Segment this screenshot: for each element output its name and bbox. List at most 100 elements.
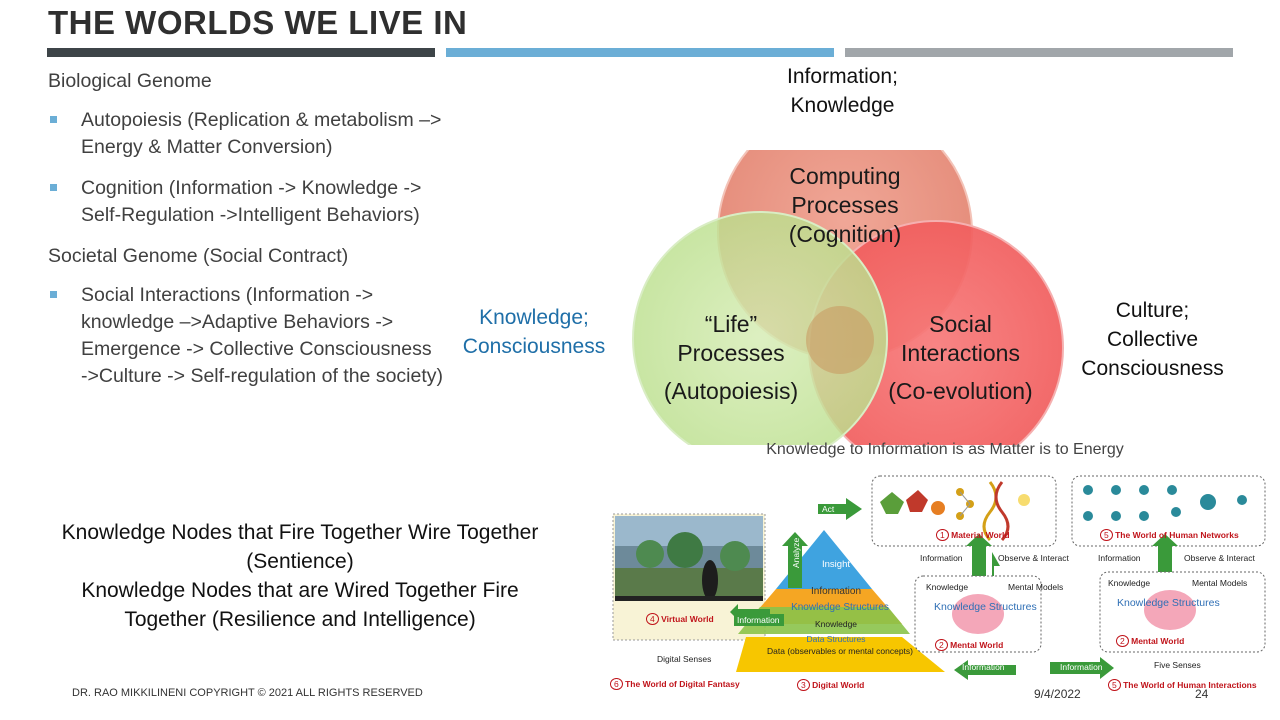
venn-line: (Autopoiesis) — [663, 378, 799, 404]
label-text: Material World — [951, 530, 1010, 540]
bullet-square-icon — [50, 184, 57, 191]
venn-text-computing: Computing Processes (Cognition) — [760, 162, 930, 249]
information-arrow-label-3: Information — [1060, 662, 1103, 672]
venn-text-life: “Life” Processes (Autopoiesis) — [655, 310, 807, 406]
observe-interact-right-label: Observe & Interact — [1184, 553, 1255, 563]
label-text: Knowledge Structures — [934, 601, 1037, 613]
act-arrow-icon — [818, 498, 862, 520]
mental-models-left-label: Mental Models — [1008, 582, 1064, 592]
pyramid-knowledge — [738, 607, 910, 634]
footer-date: 9/4/2022 — [1034, 687, 1081, 701]
heading-biological-genome: Biological Genome — [48, 70, 212, 92]
information-arrow-icon — [730, 604, 770, 620]
quote-line: Knowledge Nodes that Fire Together Wire … — [61, 521, 539, 544]
number-badge: 5 — [1108, 679, 1121, 691]
digital-senses-label: Digital Senses — [657, 654, 712, 664]
bullet-text: Social Interactions (Information -> know… — [81, 284, 444, 387]
digital-fantasy-label: 6 The World of Digital Fantasy — [610, 678, 740, 690]
pyramid-data — [736, 637, 945, 672]
venn-label-information: Information; Knowledge — [760, 62, 925, 120]
number-badge: 5 — [1100, 529, 1113, 541]
label-line: Consciousness — [462, 335, 606, 358]
label-text: Virtual World — [661, 614, 714, 624]
number-badge: 4 — [646, 613, 659, 625]
five-senses-label: Five Senses — [1154, 660, 1201, 670]
label-text: Data Structures — [806, 634, 866, 644]
human-networks-label: 5 The World of Human Networks — [1100, 529, 1239, 541]
venn-label-culture: Culture; Collective Consciousness — [1065, 296, 1240, 383]
label-line: Knowledge; — [479, 306, 589, 329]
knowledge-structures-right-label: Knowledge Structures — [1117, 597, 1220, 609]
venn-circle-life — [632, 211, 888, 445]
bullet-text: Autopoiesis (Replication & metabolism –>… — [81, 109, 442, 158]
material-world-label: 1 Material World — [936, 529, 1010, 541]
number-badge: 2 — [935, 639, 948, 651]
venn-line: “Life” — [704, 311, 758, 337]
matter-energy-caption: Knowledge to Information is as Matter is… — [766, 441, 1124, 458]
label-text: The World of Human Interactions — [1123, 680, 1257, 690]
bullet-text: Cognition (Information -> Knowledge -> S… — [81, 177, 422, 226]
venn-center-overlap — [806, 306, 874, 374]
label-line: Collective — [1106, 328, 1199, 351]
bullet-square-icon — [50, 291, 57, 298]
title-bar-dark — [47, 48, 435, 57]
label-text: Digital World — [812, 680, 865, 690]
label-line: Information; — [787, 65, 898, 88]
pyramid-data-label: Data (observables or mental concepts) — [767, 646, 913, 656]
mental-world-right-label: 2 Mental World — [1116, 635, 1185, 647]
label-text: Knowledge Structures — [791, 602, 889, 613]
brain-icon — [952, 594, 1004, 634]
knowledge-right-label: Knowledge — [1108, 578, 1151, 588]
left-text-block: Biological Genome Autopoiesis (Replicati… — [48, 68, 443, 404]
quote-line: Together (Resilience and Intelligence) — [124, 608, 476, 631]
venn-line: Processes — [791, 192, 899, 218]
analyze-arrow-icon — [782, 532, 808, 588]
knowledge-nodes-quote: Knowledge Nodes that Fire Together Wire … — [30, 518, 570, 634]
label-text: Knowledge Structures — [1117, 597, 1220, 609]
venn-text-social: Social Interactions (Co-evolution) — [878, 310, 1043, 406]
pyramid-knowledge-structures-label: Knowledge Structures — [770, 602, 910, 613]
footer-copyright: DR. RAO MIKKILINENI COPYRIGHT © 2021 ALL… — [72, 687, 423, 699]
quote-line: (Sentience) — [246, 550, 354, 573]
bullet-cognition: Cognition (Information -> Knowledge -> S… — [48, 175, 443, 229]
venn-line: (Co-evolution) — [888, 378, 1033, 404]
quote-line: Knowledge Nodes that are Wired Together … — [81, 579, 519, 602]
observe-interact-left-label: Observe & Interact — [998, 553, 1069, 563]
virtual-world-label: 4 Virtual World — [646, 613, 714, 625]
information-arrow-right-icon — [1050, 657, 1114, 679]
heading-societal-genome: Societal Genome (Social Contract) — [48, 245, 349, 267]
footer-page-number: 24 — [1195, 687, 1209, 701]
information-right-label: Information — [1098, 553, 1141, 563]
brain-icon — [1144, 590, 1196, 630]
label-text: Mental World — [950, 640, 1004, 650]
knowledge-structures-left-label: Knowledge Structures — [934, 601, 1037, 613]
label-line: Knowledge — [790, 94, 895, 117]
venn-label-knowledge: Knowledge; Consciousness — [450, 303, 618, 361]
information-arrow-label-2: Information — [962, 662, 1005, 672]
venn-line: (Cognition) — [788, 221, 902, 247]
pyramid-insight-label: Insight — [822, 559, 850, 570]
bullet-autopoiesis: Autopoiesis (Replication & metabolism –>… — [48, 107, 443, 161]
label-text: Mental World — [1131, 636, 1185, 646]
pyramid-knowledge-label: Knowledge — [814, 619, 858, 629]
mental-models-right-label: Mental Models — [1192, 578, 1248, 588]
label-text: The World of Human Networks — [1115, 530, 1239, 540]
information-left-label: Information — [920, 553, 963, 563]
label-text: The World of Digital Fantasy — [625, 679, 740, 689]
venn-line: Computing — [789, 163, 901, 189]
pyramid-information-label: Information — [810, 586, 862, 597]
title-bar-blue — [446, 48, 834, 57]
label-line: Culture; — [1115, 299, 1190, 322]
slide-title: THE WORLDS WE LIVE IN — [48, 4, 468, 41]
bullet-square-icon — [50, 116, 57, 123]
act-label: Act — [822, 504, 835, 514]
number-badge: 3 — [797, 679, 810, 691]
venn-line: Social — [929, 311, 992, 337]
analyze-label: Analyze — [791, 537, 801, 568]
knowledge-left-label: Knowledge — [926, 582, 969, 592]
bullet-social-interactions: Social Interactions (Information -> know… — [48, 282, 443, 390]
number-badge: 1 — [936, 529, 949, 541]
label-line: Consciousness — [1081, 357, 1224, 380]
title-bar-gray — [845, 48, 1233, 57]
venn-line: Interactions — [901, 340, 1020, 366]
